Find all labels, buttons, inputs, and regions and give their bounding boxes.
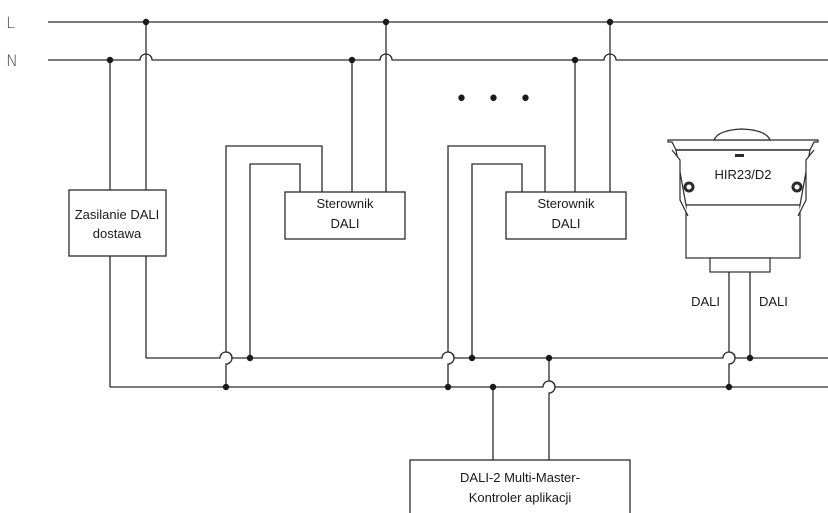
ctrl1-bus-inner-wire: [249, 163, 301, 358]
dali-bus-lower: [110, 380, 828, 388]
junction-dot: [382, 18, 390, 26]
junction-dot: [725, 383, 733, 391]
rail-label-l: L: [6, 13, 15, 32]
power-supply-box: Zasilanie DALI dostawa: [68, 189, 167, 257]
junction-dot: [444, 383, 452, 391]
rail-label-n: N: [6, 51, 18, 70]
junction-dot: [246, 354, 254, 362]
junction-dot: [571, 56, 579, 64]
app-bus-upper-wire: [548, 358, 556, 460]
ctrl2-bus-outer-wire: [447, 145, 546, 387]
junction-dot: [746, 354, 754, 362]
junction-dot: [606, 18, 614, 26]
app-controller-label-line1: DALI-2 Multi-Master-: [460, 470, 580, 485]
ctrl2-bus-inner-wire: [471, 163, 523, 358]
power-supply-label-line2: dostawa: [93, 226, 142, 241]
controller-1-label-line2: DALI: [331, 216, 360, 231]
junction-dot: [142, 18, 150, 26]
power-supply-label-line1: Zasilanie DALI: [75, 207, 160, 222]
hir23-sensor-device: HIR23/D2: [667, 128, 819, 273]
controller-1-label-line1: Sterownik: [316, 196, 374, 211]
ellipsis-indicator: • • •: [455, 87, 538, 112]
dali-controller-box-1: Sterownik DALI: [284, 191, 406, 240]
junction-dot: [348, 56, 356, 64]
junction-dot: [106, 56, 114, 64]
sensor-dali-label-right: DALI: [759, 294, 788, 309]
junction-dot: [545, 354, 553, 362]
controller-2-label-line2: DALI: [552, 216, 581, 231]
dali-controller-box-2: Sterownik DALI: [505, 191, 627, 240]
controller-2-label-line1: Sterownik: [537, 196, 595, 211]
junction-dot: [489, 383, 497, 391]
junction-dot: [222, 383, 230, 391]
sensor-bus-left-wire: [728, 272, 736, 387]
sensor-indicator-icon: [735, 154, 744, 157]
ctrl1-bus-outer-wire: [225, 145, 323, 387]
app-controller-label-line2: Kontroler aplikacji: [469, 490, 572, 505]
app-controller-box: DALI-2 Multi-Master- Kontroler aplikacji: [409, 459, 631, 513]
junction-dot: [468, 354, 476, 362]
n-rail-wire: [48, 53, 828, 61]
sensor-dali-label-left: DALI: [691, 294, 720, 309]
sensor-model-label: HIR23/D2: [714, 167, 771, 182]
